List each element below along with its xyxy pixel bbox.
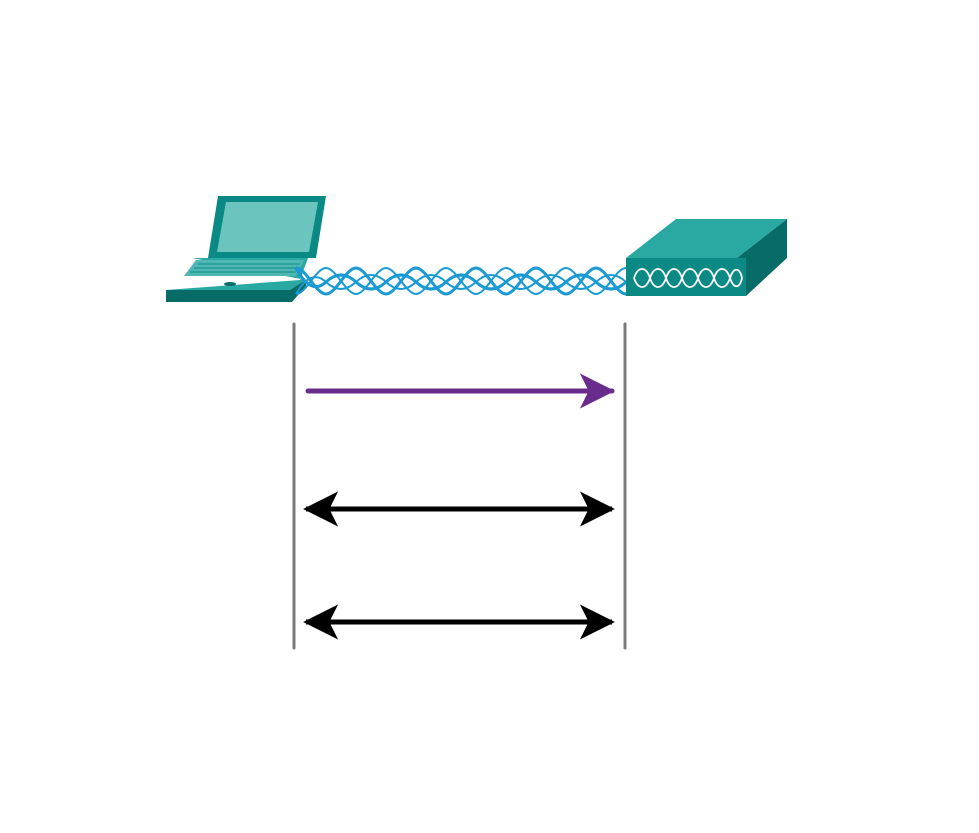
- wireless-access-point-icon: [626, 219, 787, 296]
- wireless-signal-icon: [294, 266, 628, 296]
- laptop-icon: [166, 196, 326, 302]
